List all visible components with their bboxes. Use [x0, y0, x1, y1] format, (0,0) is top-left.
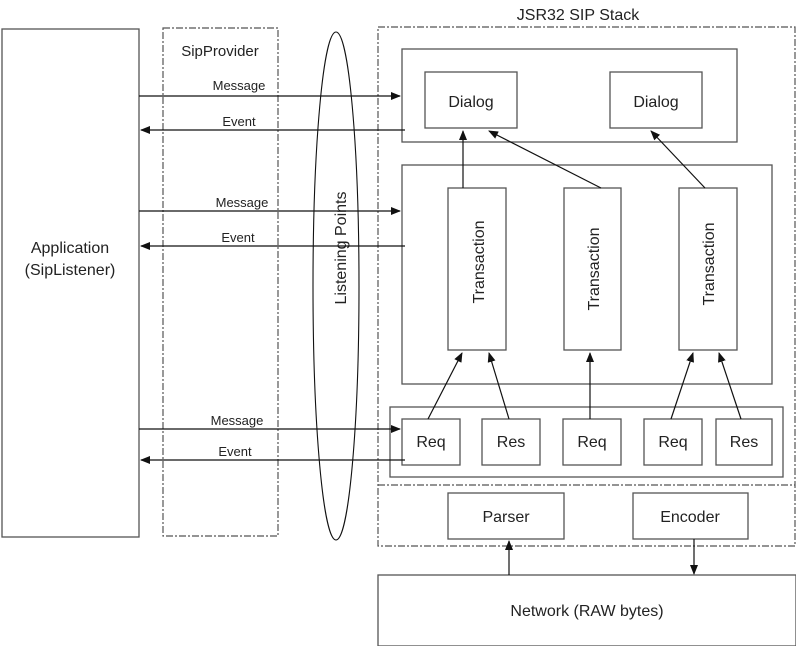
message-box-4 — [643, 418, 703, 466]
message-label-5: Res — [730, 434, 758, 451]
transaction-to-dialog-arrows — [459, 130, 706, 189]
dialog-label-2: Dialog — [633, 94, 678, 111]
event-label-flow-2: Event — [221, 230, 255, 245]
message-label-flow-2: Message — [216, 195, 269, 210]
transaction-label-2: Transaction — [586, 228, 603, 311]
arrow-m4-t3 — [670, 352, 694, 420]
transaction-label-1: Transaction — [471, 221, 488, 304]
dialog-box-2 — [609, 71, 703, 129]
message-box-5 — [715, 418, 773, 466]
message-layer: Req Res Req Req Res — [389, 406, 784, 478]
message-label-1: Req — [416, 434, 445, 451]
listening-points-label: Listening Points — [333, 192, 350, 305]
message-label-flow-1: Message — [213, 78, 266, 93]
dialog-layer: Dialog Dialog — [401, 48, 738, 143]
application-sublabel: (SipListener) — [25, 262, 116, 279]
arrow-m2-t1 — [487, 352, 510, 420]
transaction-box-3 — [678, 187, 738, 351]
listening-points: Listening Points — [312, 31, 360, 541]
event-label-flow-1: Event — [222, 114, 256, 129]
dialog-label-1: Dialog — [448, 94, 493, 111]
network-box: Network (RAW bytes) — [377, 574, 796, 646]
application-label: Application — [31, 240, 109, 257]
parser-box: Parser — [447, 492, 565, 540]
event-label-flow-3: Event — [218, 444, 252, 459]
message-box-3 — [562, 418, 622, 466]
encoder-box: Encoder — [632, 492, 749, 540]
message-label-3: Req — [577, 434, 606, 451]
arrow-m5-t3 — [718, 352, 742, 420]
message-box-1 — [401, 418, 461, 466]
arrow-t2-d1 — [488, 130, 602, 189]
message-label-4: Req — [658, 434, 687, 451]
dialog-box-1 — [424, 71, 518, 129]
application-box: Application (SipListener) — [1, 28, 140, 538]
transaction-box-1 — [447, 187, 507, 351]
transaction-box-2 — [563, 187, 622, 351]
message-label-2: Res — [497, 434, 525, 451]
parser-label: Parser — [482, 509, 530, 526]
encoder-label: Encoder — [660, 509, 720, 526]
message-to-transaction-arrows — [427, 352, 742, 420]
flow-transaction: Message Event — [139, 195, 405, 250]
flow-message: Message Event — [139, 413, 405, 464]
sip-stack-title: JSR32 SIP Stack — [517, 7, 640, 24]
sip-provider-box: SipProvider — [162, 27, 279, 537]
message-box-2 — [481, 418, 541, 466]
sip-stack-container: JSR32 SIP Stack — [377, 7, 796, 547]
message-label-flow-3: Message — [211, 413, 264, 428]
arrow-m1-t1 — [427, 352, 463, 420]
network-arrows — [505, 539, 698, 575]
transaction-label-3: Transaction — [701, 223, 718, 306]
transaction-layer: Transaction Transaction Transaction — [401, 164, 773, 385]
sip-provider-label: SipProvider — [181, 43, 259, 60]
arrow-t3-d2 — [650, 130, 706, 189]
flow-dialog: Message Event — [139, 78, 405, 134]
network-label: Network (RAW bytes) — [510, 603, 663, 620]
